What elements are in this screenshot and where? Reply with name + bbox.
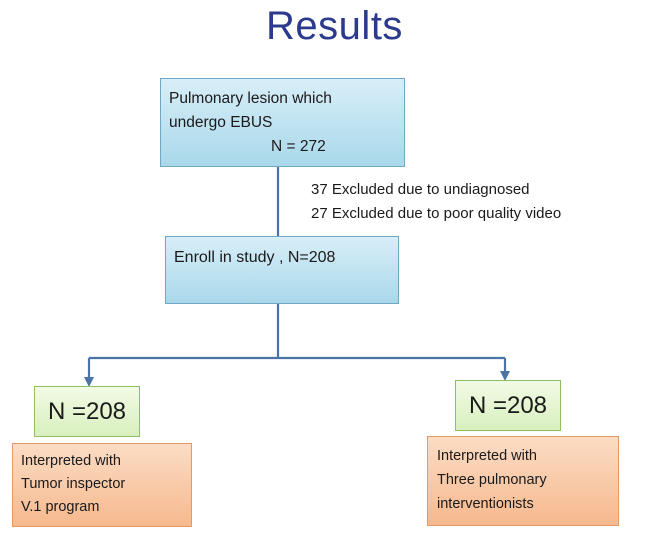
right-line2: Three pulmonary bbox=[437, 472, 547, 488]
exclusion-undiagnosed: 37 Excluded due to undiagnosed bbox=[311, 181, 530, 198]
box-pulmonary-lesion: Pulmonary lesion which undergo EBUS N = … bbox=[160, 78, 405, 167]
exclusion-note: 37 Excluded due to undiagnosed 27 Exclud… bbox=[311, 178, 561, 226]
box-top-count: N = 272 bbox=[271, 138, 326, 155]
box-tumor-inspector: Interpreted with Tumor inspector V.1 pro… bbox=[12, 443, 192, 527]
page-title: Results bbox=[266, 4, 403, 48]
box-top-line2: undergo EBUS bbox=[169, 114, 273, 131]
count-left: N =208 bbox=[34, 386, 140, 437]
box-top-line1: Pulmonary lesion which bbox=[169, 90, 332, 107]
exclusion-poor-video: 27 Excluded due to poor quality video bbox=[311, 205, 562, 222]
box-enroll-study: Enroll in study , N=208 bbox=[165, 236, 399, 304]
left-line1: Interpreted with bbox=[21, 453, 121, 469]
count-right: N =208 bbox=[455, 380, 561, 431]
left-line2: Tumor inspector bbox=[21, 476, 126, 492]
right-line1: Interpreted with bbox=[437, 448, 537, 464]
left-line3: V.1 program bbox=[21, 499, 100, 515]
right-line3: interventionists bbox=[437, 496, 534, 512]
box-pulmonary-interventionists: Interpreted with Three pulmonary interve… bbox=[427, 436, 619, 526]
